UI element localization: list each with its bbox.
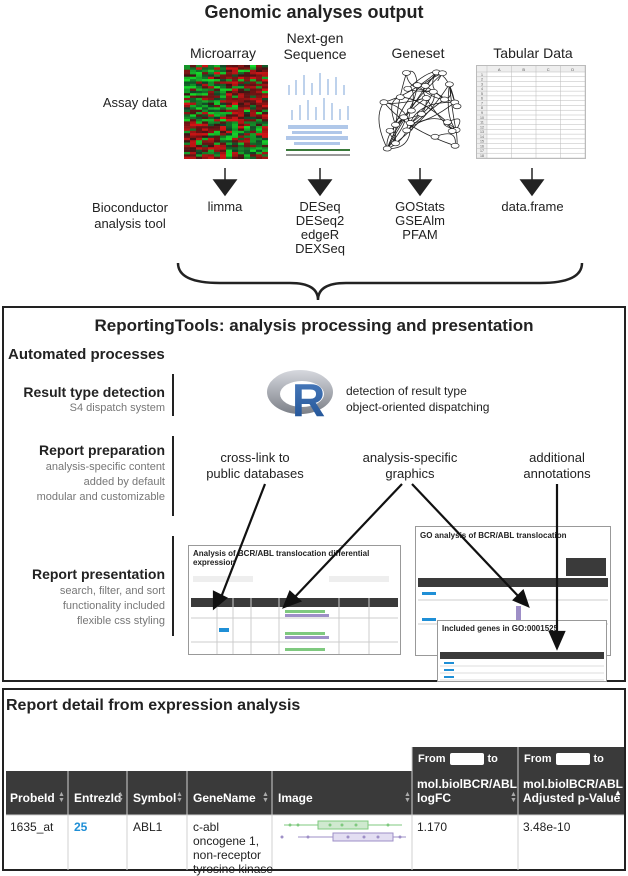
- cell-entrezid-link[interactable]: 25: [74, 820, 88, 834]
- header-probeid[interactable]: ProbeId: [10, 791, 65, 805]
- tool-dataframe: data.frame: [501, 199, 564, 214]
- header-symbol[interactable]: Symbol: [133, 791, 183, 805]
- sheet-row-label: 14: [480, 135, 484, 139]
- figure-title: Genomic analyses output: [204, 2, 424, 22]
- sort-icon[interactable]: ▲▼: [117, 791, 124, 804]
- screenshot-genes-title: Included genes in GO:0001525: [442, 624, 559, 633]
- col-header-microarray: Microarray: [189, 45, 257, 61]
- section-result-type-title: Result type detection: [23, 384, 165, 400]
- detail-panel: [2, 688, 626, 871]
- geneset-graph-image: [376, 65, 466, 159]
- sheet-col-label: B: [522, 67, 525, 72]
- sheet-row-label: 9: [481, 111, 483, 115]
- annotation-graphics: analysis-specific graphics: [362, 450, 458, 481]
- header-image[interactable]: Image: [278, 791, 398, 805]
- separator-3: [172, 536, 174, 636]
- ngs-coverage-image: [284, 65, 354, 159]
- cell-symbol: ABL1: [133, 820, 163, 834]
- sheet-row-label: 12: [480, 125, 484, 129]
- screenshot-expression-title: Analysis of BCR/ABL translocation differ…: [193, 549, 370, 567]
- sheet-row-label: 1: [481, 73, 483, 77]
- reportingtools-panel: [2, 306, 626, 682]
- sheet-row-label: 3: [481, 82, 483, 86]
- sort-asc-icon[interactable]: ▲: [614, 788, 622, 797]
- col-header-ngs: Next-gen Sequence: [283, 30, 347, 62]
- sort-icon[interactable]: ▲▼: [510, 791, 517, 804]
- sheet-row-label: 16: [480, 144, 484, 148]
- cell-image-boxplot: [278, 818, 408, 848]
- sheet-col-label: A: [498, 67, 501, 72]
- sheet-row-label: 18: [480, 154, 484, 158]
- detail-title: Report detail from expression analysis: [6, 697, 301, 714]
- section-report-prep-title: Report preparation: [38, 442, 165, 458]
- section-result-type-sub: S4 dispatch system: [69, 402, 165, 414]
- filter-pval-from-label: From: [524, 753, 552, 765]
- screenshot-go-title: GO analysis of BCR/ABL translocation: [420, 531, 567, 540]
- filter-pval-to-label: to: [593, 753, 604, 765]
- row-label-tool: Bioconductor analysis tool: [92, 200, 168, 231]
- filter-pval: From to: [518, 747, 624, 790]
- reportingtools-title: ReportingTools: analysis processing and …: [94, 316, 534, 335]
- sheet-row-label: 5: [481, 92, 483, 96]
- sheet-row-label: 8: [481, 106, 483, 110]
- separator-1: [172, 374, 174, 416]
- sort-icon[interactable]: ▲▼: [404, 791, 411, 804]
- sort-icon[interactable]: ▲▼: [58, 791, 65, 804]
- sheet-row-label: 10: [480, 116, 484, 120]
- r-logo-icon: R: [266, 368, 338, 426]
- col-header-geneset: Geneset: [391, 45, 445, 61]
- sheet-row-label: 17: [480, 149, 484, 153]
- sheet-row-label: 2: [481, 78, 483, 82]
- annotation-additional: additional annotations: [523, 450, 591, 481]
- detection-text: detection of result type object-oriented…: [346, 384, 490, 414]
- sheet-row-label: 6: [481, 97, 483, 101]
- section-report-prep-sub: analysis-specific content added by defau…: [36, 461, 165, 503]
- section-report-pres-sub: search, filter, and sort functionality i…: [59, 585, 165, 627]
- automated-processes-heading: Automated processes: [8, 346, 165, 363]
- sheet-row-label: 7: [481, 101, 483, 105]
- sort-icon[interactable]: ▲▼: [176, 791, 183, 804]
- tool-limma: limma: [207, 199, 243, 214]
- annotation-crosslink: cross-link to public databases: [206, 450, 304, 481]
- header-genename[interactable]: GeneName: [193, 791, 268, 805]
- report-screenshot-expression: Analysis of BCR/ABL translocation differ…: [188, 545, 401, 655]
- sheet-row-label: 15: [480, 140, 484, 144]
- sort-icon[interactable]: ▲▼: [262, 791, 269, 804]
- header-pval[interactable]: mol.biolBCR/ABL Adjusted p-Value: [523, 777, 623, 805]
- sheet-row-label: 11: [480, 121, 484, 125]
- tool-ngs: DESeq DESeq2 edgeR DEXSeq: [295, 199, 345, 256]
- cell-logfc: 1.170: [417, 820, 448, 834]
- arrows-down: [212, 168, 545, 197]
- filter-pval-from-input[interactable]: [555, 753, 590, 766]
- microarray-heatmap-image: [184, 65, 269, 160]
- tool-geneset: GOStats GSEAlm PFAM: [395, 199, 445, 242]
- filter-logfc-to-label: to: [487, 753, 498, 765]
- cell-genename: c-abl oncogene 1, non-receptor tyrosine …: [193, 820, 274, 876]
- sheet-row-label: 13: [480, 130, 484, 134]
- r-logo-letter: R: [292, 374, 325, 420]
- header-logfc[interactable]: mol.biolBCR/ABL logFC: [417, 777, 517, 805]
- cell-probeid: 1635_at: [10, 820, 54, 834]
- brace-connector: [176, 262, 584, 300]
- filter-logfc-from-input[interactable]: [449, 753, 484, 766]
- col-header-tabular: Tabular Data: [493, 45, 573, 61]
- sheet-col-label: C: [547, 67, 550, 72]
- cell-pval: 3.48e-10: [523, 820, 571, 834]
- filter-logfc-from-label: From: [418, 753, 446, 765]
- header-entrezid[interactable]: EntrezId: [74, 791, 124, 805]
- row-label-assay: Assay data: [102, 95, 168, 110]
- section-report-pres-title: Report presentation: [31, 566, 165, 582]
- sheet-col-label: D: [571, 67, 574, 72]
- filter-logfc: From to: [412, 747, 518, 790]
- sheet-row-label: 4: [481, 87, 483, 91]
- separator-2: [172, 436, 174, 516]
- report-screenshot-genes: Included genes in GO:0001525: [437, 620, 607, 682]
